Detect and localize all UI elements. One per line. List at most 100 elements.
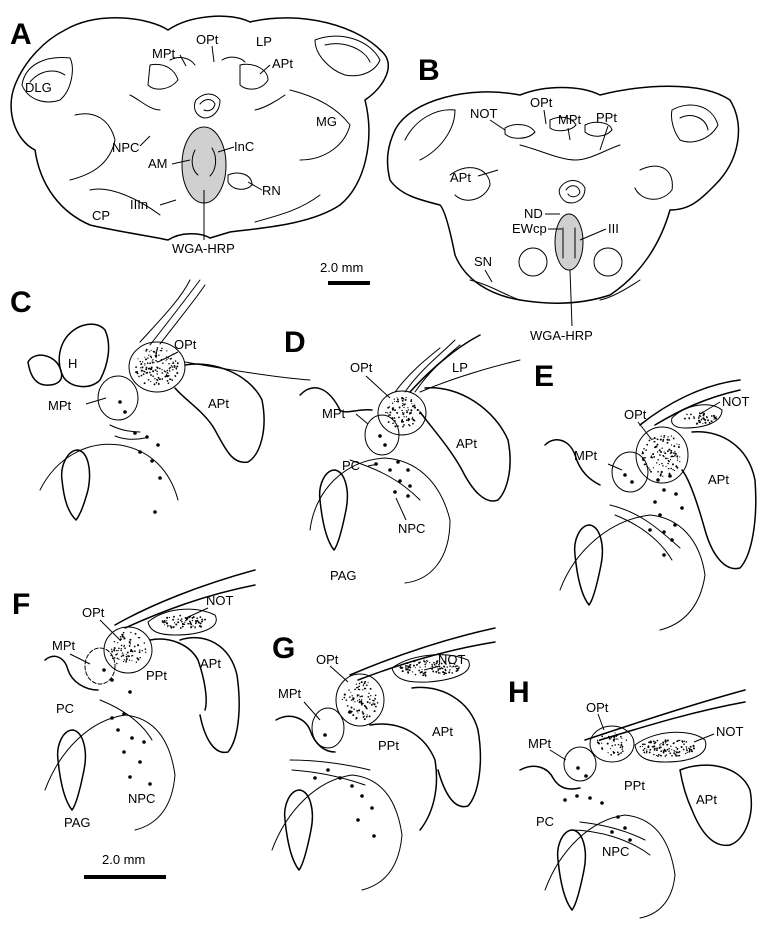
- stipple-dot: [667, 467, 670, 470]
- stipple-dot: [153, 350, 156, 353]
- stipple-dot: [204, 618, 206, 621]
- stipple-dot: [438, 665, 441, 668]
- stipple-dot: [453, 663, 456, 665]
- stipple-dot: [655, 445, 658, 448]
- stipple-dot: [142, 373, 145, 375]
- stipple-dot: [113, 656, 116, 659]
- stipple-dot: [677, 754, 679, 757]
- stipple-dot: [412, 664, 415, 667]
- stipple-dot: [368, 692, 370, 695]
- stipple-dot: [176, 362, 179, 365]
- panel-c-label-h: H: [68, 356, 77, 371]
- stipple-dot: [170, 357, 172, 360]
- stipple-dot: [407, 409, 410, 411]
- stipple-dot: [682, 748, 685, 751]
- stipple-dot: [618, 753, 620, 755]
- stipple-dot: [150, 381, 152, 383]
- stipple-dot: [358, 694, 360, 696]
- stipple-dot: [404, 665, 407, 667]
- stipple-dot: [665, 754, 668, 756]
- stipple-dot: [155, 359, 157, 362]
- panel-letter-a: A: [10, 18, 32, 51]
- panel-f-label-pc: PC: [56, 701, 74, 716]
- stipple-dot: [653, 440, 656, 443]
- stipple-dot: [125, 655, 128, 658]
- panel-h-label-opt: OPt: [586, 700, 609, 715]
- stipple-dot: [393, 417, 396, 419]
- stipple-dot: [664, 755, 666, 757]
- stipple-dot: [685, 748, 688, 750]
- stipple-dot: [152, 358, 154, 361]
- panel-f-opt-outline: [103, 626, 153, 674]
- stipple-dot: [185, 619, 187, 622]
- stipple-dot: [350, 699, 353, 701]
- stipple-dot: [160, 350, 163, 352]
- stipple-dot: [443, 666, 445, 668]
- panel-d-labeled-cells: [374, 434, 412, 498]
- stipple-dot: [663, 435, 666, 437]
- stipple-dot: [174, 365, 176, 367]
- stipple-dot: [702, 423, 704, 425]
- stipple-dot: [175, 623, 178, 626]
- stipple-region: [341, 680, 379, 721]
- stipple-dot: [418, 669, 420, 672]
- panel-a-label-cp: CP: [92, 208, 110, 223]
- stipple-dot: [707, 419, 710, 422]
- stipple-dot: [138, 649, 141, 651]
- stipple-dot: [662, 743, 665, 746]
- stipple-dot: [115, 654, 117, 656]
- stipple-dot: [401, 399, 404, 402]
- stipple-dot: [610, 754, 613, 756]
- stipple-dot: [157, 376, 160, 379]
- stipple-dot: [667, 462, 669, 465]
- stipple-dot: [188, 623, 190, 625]
- stipple-dot: [679, 460, 681, 463]
- stipple-dot: [409, 663, 412, 666]
- stipple-dot: [168, 370, 171, 372]
- stipple-dot: [394, 420, 396, 422]
- stipple-dot: [195, 621, 198, 623]
- stipple-dot: [685, 746, 688, 748]
- stipple-dot: [356, 694, 359, 697]
- stipple-dot: [665, 457, 667, 460]
- stipple-dot: [670, 451, 673, 454]
- stipple-dot: [424, 666, 426, 668]
- panel-g-label-apt: APt: [432, 724, 453, 739]
- stipple-dot: [641, 453, 643, 455]
- stipple-dot: [425, 662, 427, 664]
- scale-bar-bottom: 2.0 mm: [84, 852, 166, 879]
- panel-g: G OPt NOT MPt APt PPt: [271, 627, 496, 891]
- stipple-dot: [695, 422, 699, 425]
- stipple-dot: [362, 716, 365, 719]
- panel-f-label-ppt: PPt: [146, 668, 167, 683]
- stipple-dot: [166, 350, 168, 352]
- stipple-dot: [652, 438, 654, 440]
- stipple-dot: [672, 468, 674, 471]
- stipple-dot: [116, 657, 119, 660]
- stipple-dot: [183, 623, 186, 625]
- stipple-dot: [400, 420, 404, 423]
- stipple-dot: [612, 751, 615, 754]
- stipple-dot: [601, 747, 604, 750]
- panel-g-not-outline: [391, 654, 470, 683]
- stipple-dot: [148, 371, 151, 374]
- stipple-dot: [113, 641, 116, 643]
- stipple-dot: [642, 458, 644, 460]
- stipple-dot: [656, 754, 658, 757]
- stipple-dot: [665, 465, 667, 468]
- stipple-dot: [433, 663, 436, 666]
- stipple-dot: [663, 451, 665, 453]
- stipple-dot: [174, 375, 177, 377]
- panel-a-label-apt: APt: [272, 56, 293, 71]
- stipple-dot: [349, 696, 351, 698]
- stipple-dot: [703, 415, 705, 417]
- panel-a-label-wga-hrp: WGA-HRP: [172, 241, 235, 256]
- stipple-dot: [653, 742, 656, 745]
- stipple-dot: [164, 621, 166, 623]
- stipple-dot: [153, 383, 156, 386]
- scale-bar-top: 2.0 mm: [320, 260, 370, 285]
- panel-c-labeled-cells: [118, 400, 162, 514]
- stipple-dot: [177, 621, 180, 624]
- stipple-dot: [426, 660, 429, 662]
- stipple-dot: [356, 696, 358, 698]
